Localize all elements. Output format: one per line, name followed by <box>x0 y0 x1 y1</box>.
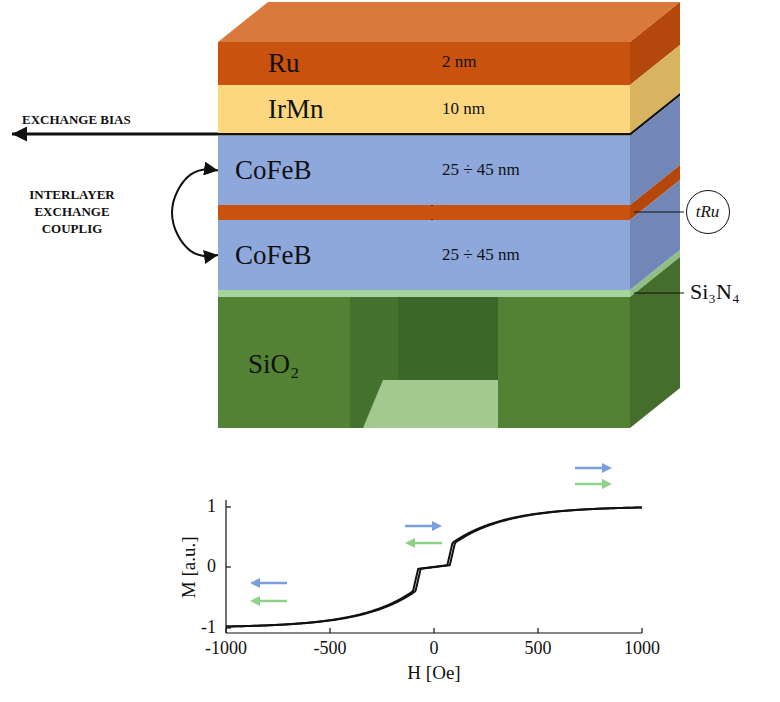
top-face <box>218 2 680 42</box>
sio2-substrate: SiO₂ <box>218 297 630 428</box>
tick-label: -1 <box>201 617 216 639</box>
exchange-bias-label: EXCHANGE BIAS <box>22 112 131 128</box>
tick-label: -500 <box>314 638 347 660</box>
cofeb-layer: CoFeB <box>218 220 630 290</box>
axis-title: M [a.u.] <box>179 536 202 598</box>
irmn-layer: IrMn <box>218 85 630 133</box>
layer-name: CoFeB <box>235 240 312 271</box>
chart-axes <box>226 500 642 633</box>
tick-label: 1000 <box>624 638 660 660</box>
layer-name: SiO₂ <box>248 349 299 380</box>
magnetization-curve <box>226 507 642 626</box>
dimension: 25 ÷ 45 nm <box>442 160 520 180</box>
dimension: 2 nm <box>442 52 476 72</box>
ru-cap-layer: Ru <box>218 42 630 85</box>
tick-label: 0 <box>207 556 216 578</box>
cofeb-layer: CoFeB <box>218 136 630 205</box>
axis-title: H [Oe] <box>407 662 460 685</box>
si3n4-layer <box>218 290 630 297</box>
tick-label: 500 <box>525 638 552 660</box>
leader-line <box>634 292 684 293</box>
dimension: 25 ÷ 45 nm <box>442 245 520 265</box>
layer-name: IrMn <box>268 94 324 125</box>
dimension: 10 nm <box>442 99 485 119</box>
layer-name: tRu <box>696 202 720 222</box>
tick-label: 0 <box>430 638 439 660</box>
thickness-callout: tRu <box>686 190 730 234</box>
curve-branch <box>226 507 642 626</box>
side-faces <box>630 2 680 428</box>
curve-branch <box>226 507 642 626</box>
tick-label: -1000 <box>205 638 247 660</box>
tick-label: 1 <box>207 496 216 518</box>
layer-label: Si₃N₄ <box>690 279 740 305</box>
edge-label: INTERLAYER EXCHANGE COUPLIG <box>8 186 136 237</box>
coupling-arrow <box>172 169 218 256</box>
leader-line <box>634 211 684 212</box>
ru-spacer-layer <box>218 205 630 220</box>
spin-arrows <box>250 463 612 606</box>
layer-name: Ru <box>268 48 300 79</box>
layer-name: CoFeB <box>235 155 312 186</box>
